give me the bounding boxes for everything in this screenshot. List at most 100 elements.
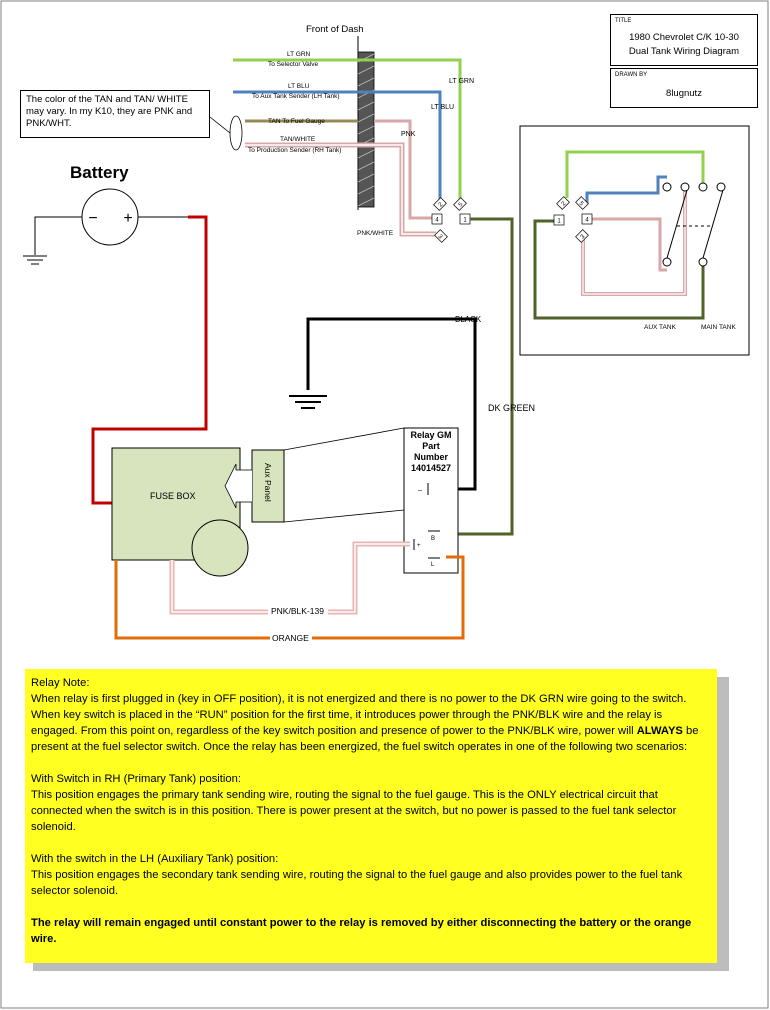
inset-lt-blu-wire [585,175,667,204]
pin-4: 4 [431,213,443,225]
svg-text:1: 1 [557,219,561,225]
relay-note: Relay Note: When relay is first plugged … [25,669,717,963]
orange-wire [114,555,465,640]
selector-switch [662,182,726,267]
black-wire [306,317,477,491]
inset-pin-3: 3 [575,229,589,243]
battery-plus: + [123,210,132,227]
note-final: The relay will remain engaged until cons… [31,915,711,947]
relay-pin-l: L [431,562,435,568]
note-gap [31,835,711,851]
svg-text:2: 2 [561,200,568,207]
callout-leader [209,116,231,134]
svg-text:4: 4 [585,218,589,224]
dash-bulkhead-connector [357,51,375,208]
wire-label-lt-grn: LT GRN [449,78,474,85]
wire-label-pnk: PNK [401,131,416,138]
svg-text:5: 5 [578,201,585,208]
ground-symbol-battery [23,255,47,265]
title-line-2: Dual Tank Wiring Diagram [628,46,740,57]
note-p1-bold: ALWAYS [636,725,683,737]
tan-label: TAN To Fuel Gauge [268,118,325,125]
note-rh-text: This position engages the primary tank s… [31,789,677,833]
lt-grn-label-1: LT GRN [287,51,311,58]
battery-ground-wire [34,216,82,255]
battery-minus: − [88,210,97,227]
wire-label-orange: ORANGE [272,633,309,643]
svg-text:3: 3 [580,233,587,240]
fuse-box-label: FUSE BOX [150,491,196,501]
drawn-by-label: DRAWN BY [615,72,648,78]
note-final-bold: The relay will remain engaged until cons… [31,917,692,945]
inset-pins: 2 5 1 4 3 [553,196,593,243]
svg-text:1: 1 [463,218,467,224]
wire-label-lt-blu: LT BLU [431,104,454,111]
relay-pin-plus: + [417,543,421,549]
aux-panel-label: Aux Panel [263,463,273,502]
lt-blu-label-1: LT BLU [288,83,310,90]
relay-header: Relay GM Part Number 14014527 [410,430,452,473]
relay-pin-b: B [431,536,435,542]
lt-grn-label-2: To Selector Valve [268,61,318,68]
title-block: TITLE 1980 Chevrolet C/K 10-30 Dual Tank… [610,14,758,66]
svg-text:3: 3 [437,234,444,241]
red-power-wire [91,215,208,505]
relay-body [403,427,459,574]
note-gap [31,755,711,771]
note-heading: Relay Note: [31,677,90,689]
inset-pnk-wire [592,217,667,272]
orange-label-bg [270,632,312,644]
tan-white-label-2: To Production Sender (RH Tank) [248,147,341,154]
aux-panel-arrow [224,463,252,509]
note-lh-heading: With the switch in the LH (Auxiliary Tan… [31,853,279,865]
note-gap [31,899,711,915]
dash-label: Front of Dash [306,24,364,35]
tan-white-wire [245,142,436,237]
wire-label-black: BLACK [455,315,482,324]
wire-label-pnk-blk: PNK/BLK-139 [271,606,324,616]
lt-blu-wire [233,90,442,200]
tan-white-label-1: TAN/WHITE [280,136,316,143]
lt-blu-label-2: To Aux Tank Sender (LH Tank) [252,93,340,100]
dash-pins: 2 5 4 1 3 [431,197,471,243]
title-block-label: TITLE [615,18,632,24]
inset-pnk-white-core [582,187,686,295]
svg-text:4: 4 [435,218,439,224]
lt-grn-wire [233,58,462,200]
inset-pin-1: 1 [553,214,565,226]
projection-line-top [283,427,405,451]
note-p1-end: be present at the fuel selector switch. … [31,725,699,753]
inset-pin-4: 4 [581,213,593,225]
aux-tank-label: AUX TANK [644,324,677,331]
wire-label-dk-green: DK GREEN [488,403,535,413]
note-lh-text: This position engages the secondary tank… [31,869,683,897]
pnk-white-label: PNK/WHITE [357,230,394,237]
inset-pin-5: 5 [575,196,589,210]
svg-text:5: 5 [458,201,465,208]
note-p1-start: When relay is first plugged in (key in O… [31,693,687,737]
tan-white-wire-core [245,144,436,235]
inset-lt-grn-wire [565,150,705,198]
pnk-blk-label-bg [268,605,328,617]
ground-symbol-relay [289,395,327,409]
fuse-box-circle [191,519,249,577]
drawn-by-block: DRAWN BY 8lugnutz [610,68,758,108]
pin-1: 1 [459,213,471,225]
pin-3: 3 [434,229,448,243]
dk-green-wire [448,217,514,536]
switch-inset-box [519,125,750,356]
color-callout: The color of the TAN and TAN/ WHITE may … [20,90,210,138]
battery-title: Battery [70,163,129,182]
inset-dk-green-wire [533,219,705,320]
inset-pin-2: 2 [556,196,570,210]
title-line-1: 1980 Chevrolet C/K 10-30 [629,32,739,43]
pnk-blk-wire-core [171,543,410,613]
projection-line-bottom [283,509,405,523]
pin-2: 2 [433,197,447,211]
svg-text:2: 2 [438,201,445,208]
main-tank-label: MAIN TANK [701,324,736,331]
pin-5: 5 [453,197,467,211]
relay-pin-minus: – [418,487,422,494]
harness-oval [229,115,243,151]
